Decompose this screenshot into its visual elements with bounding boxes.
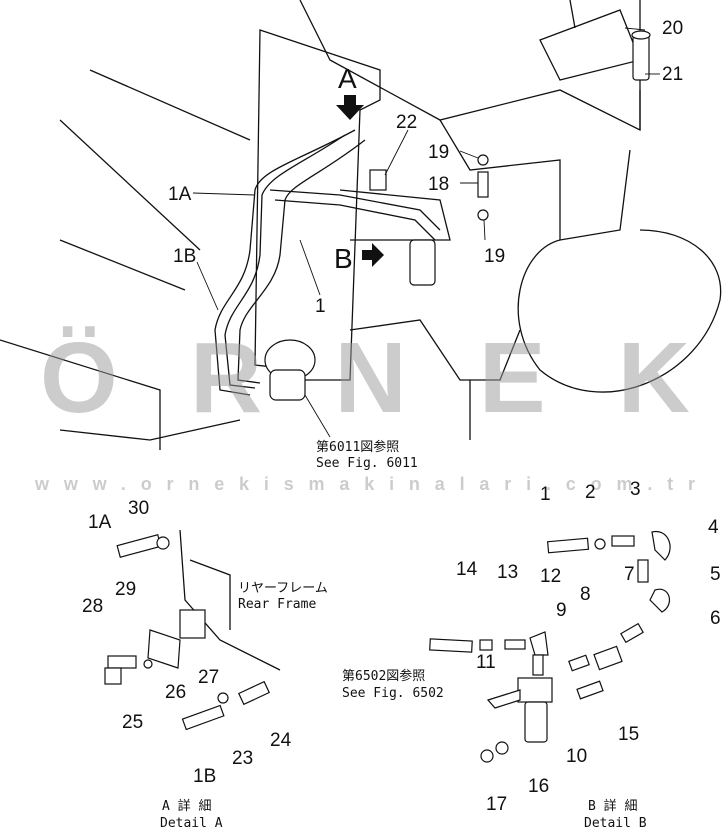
part-label: 9: [556, 600, 567, 621]
part-label: 25: [122, 712, 143, 733]
part-label: 7: [624, 564, 635, 585]
reference-jp: 第6011図参照: [316, 439, 399, 455]
part-label: 28: [82, 596, 103, 617]
machine-body: [0, 0, 722, 450]
part-label: 1A: [168, 184, 192, 205]
part-label: 5: [710, 564, 721, 585]
part-label: 1B: [173, 246, 196, 267]
part-label: 1: [540, 484, 551, 505]
svg-text:www.ornekismakinalari.com.tr: www.ornekismakinalari.com.tr: [34, 474, 695, 494]
part-label: 1B: [193, 766, 216, 787]
hose-lines: [214, 129, 441, 396]
part-label: 15: [618, 724, 639, 745]
frame-note-jp: リヤーフレーム: [238, 581, 328, 596]
reference-en: See Fig. 6502: [342, 686, 444, 701]
part-label: 24: [270, 730, 292, 751]
part-label: 20: [662, 18, 683, 39]
part-label: 10: [566, 746, 587, 767]
part-label: 12: [540, 566, 561, 587]
svg-text:ÖRNEK: ÖRNEK: [40, 322, 690, 434]
part-label: 3: [630, 479, 641, 500]
reference-jp: 第6502図参照: [342, 668, 425, 684]
detail-a-caption-en: Detail A: [160, 816, 223, 831]
detail-b-caption-jp: B 詳 細: [588, 798, 637, 814]
part-label: 1: [315, 296, 326, 317]
view-b-arrow: [362, 243, 384, 267]
part-label: 21: [662, 64, 683, 85]
part-label: 29: [115, 579, 136, 600]
components: [264, 30, 651, 401]
part-label: 6: [710, 608, 721, 629]
view-a-label: A: [338, 63, 357, 94]
part-label: 2: [585, 482, 596, 503]
part-label: 18: [428, 174, 449, 195]
detail-a-caption-jp: A 詳 細: [162, 798, 211, 814]
leader-lines: [192, 27, 660, 438]
part-label: 19: [484, 246, 505, 267]
part-label: 22: [396, 112, 417, 133]
part-label: 16: [528, 776, 549, 797]
detail-b-caption-en: Detail B: [584, 816, 647, 831]
part-label: 4: [708, 517, 719, 538]
view-a-arrow: [336, 95, 364, 120]
part-label: 17: [486, 794, 507, 815]
part-label: 27: [198, 667, 219, 688]
part-label: 19: [428, 142, 449, 163]
part-label: 11: [476, 652, 496, 673]
part-label: 14: [456, 559, 478, 580]
view-b-label: B: [334, 243, 353, 274]
detail-a-drawing: [104, 529, 281, 731]
detail-b-drawing: [429, 530, 671, 763]
frame-note-en: Rear Frame: [238, 597, 316, 612]
part-label: 13: [497, 562, 518, 583]
part-label: 8: [580, 584, 591, 605]
part-label: 1A: [88, 512, 112, 533]
reference-en: See Fig. 6011: [316, 456, 418, 471]
part-label: 23: [232, 748, 253, 769]
part-label: 26: [165, 682, 186, 703]
part-label: 30: [128, 498, 149, 519]
